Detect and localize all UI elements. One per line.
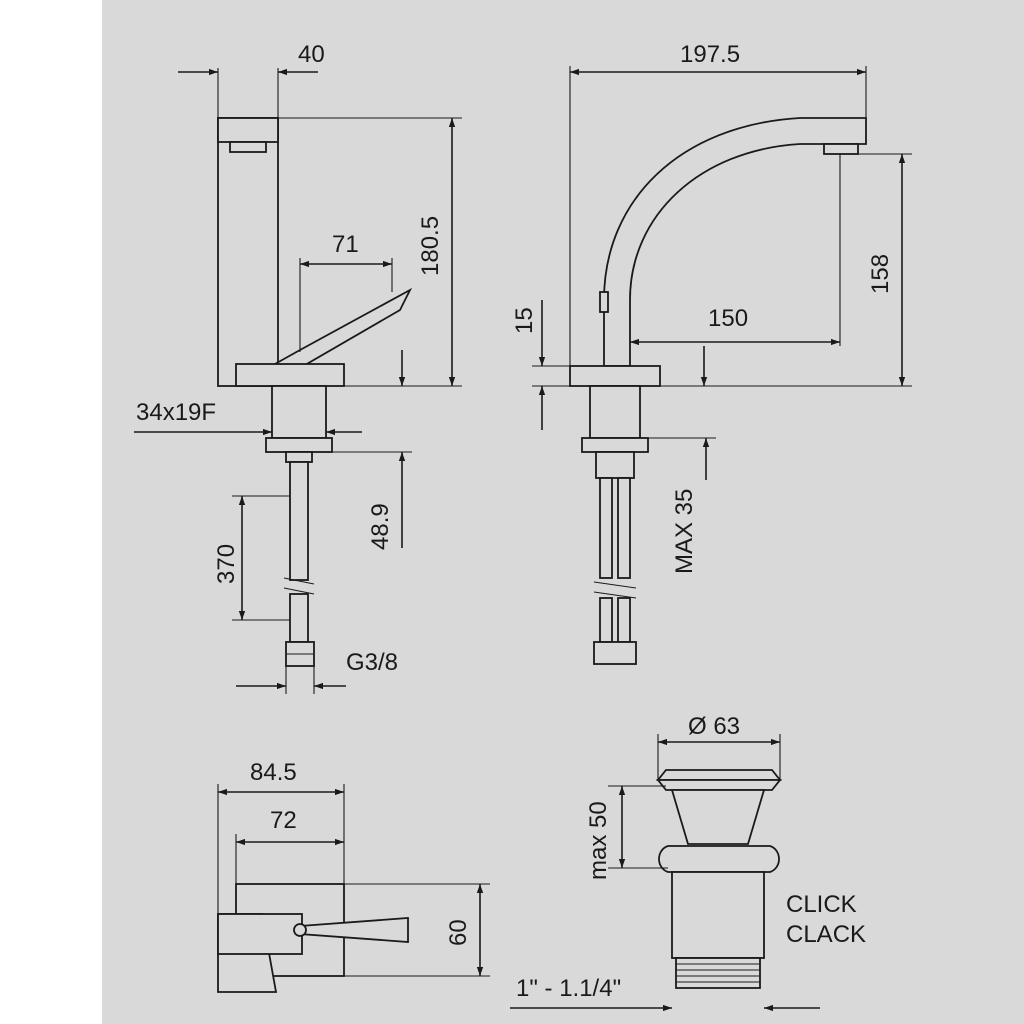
side-hose-fittings xyxy=(593,641,637,665)
waste-neck xyxy=(670,789,766,845)
side-base xyxy=(569,365,661,387)
dim-side-max-thickness: MAX 35 xyxy=(671,489,698,574)
waste-type-line2: CLACK xyxy=(786,921,866,948)
dim-front-height: 180.5 xyxy=(417,216,444,276)
dim-front-thread: G3/8 xyxy=(346,649,398,676)
side-hose-left-end xyxy=(599,597,613,643)
dim-side-base-height: 15 xyxy=(511,307,538,334)
side-shank xyxy=(589,385,641,439)
dim-front-nut: 34x19F xyxy=(136,399,216,426)
side-view: 197.5 158 150 15 MAX 35 xyxy=(511,41,912,665)
shank-collar xyxy=(285,451,313,463)
supply-hose-end xyxy=(289,593,309,643)
dim-waste-max-height: max 50 xyxy=(585,801,612,880)
faucet-cap xyxy=(217,117,279,143)
faucet-body xyxy=(217,117,279,387)
waste-body xyxy=(671,871,765,959)
dim-waste-thread: 1" - 1.1/4" xyxy=(516,975,621,1002)
dim-side-spout-reach: 150 xyxy=(708,305,748,332)
spout-button xyxy=(599,291,609,313)
waste-flange xyxy=(656,779,782,791)
mounting-nut xyxy=(265,437,333,453)
side-hose-left xyxy=(599,477,613,579)
faucet-base xyxy=(235,363,345,387)
top-lever-pivot xyxy=(293,923,307,937)
dim-top-inner-depth: 72 xyxy=(270,807,297,834)
top-view: 84.5 72 60 xyxy=(217,759,490,993)
dim-side-total-length: 197.5 xyxy=(680,41,740,68)
mounting-shank xyxy=(271,385,327,439)
side-nut xyxy=(581,437,649,453)
dim-front-lever-reach: 71 xyxy=(332,231,359,258)
side-fittings xyxy=(595,451,635,479)
top-body-block xyxy=(217,913,303,955)
side-hose-right xyxy=(617,477,631,579)
spout-aerator xyxy=(823,143,859,155)
waste-view: Ø 63 max 50 CLICK CLACK 1" - 1.1/4" xyxy=(510,713,866,1012)
waste-lock-ring xyxy=(658,845,780,873)
dim-top-width: 60 xyxy=(445,919,472,946)
waste-cap xyxy=(656,769,782,781)
dim-side-outlet-height: 158 xyxy=(867,254,894,294)
side-hose-right-end xyxy=(617,597,631,643)
dim-front-lever-offset: 40 xyxy=(298,41,325,68)
outlet-aerator xyxy=(229,141,267,153)
dim-waste-diameter: Ø 63 xyxy=(688,713,740,740)
supply-hose xyxy=(289,461,309,581)
waste-thread xyxy=(675,957,761,989)
dim-front-hose: 370 xyxy=(213,544,240,584)
front-view: 40 180.5 71 34x19F 48.9 370 G3/8 xyxy=(134,41,462,694)
dim-top-total-depth: 84.5 xyxy=(250,759,297,786)
waste-type-line1: CLICK xyxy=(786,891,857,918)
dim-front-shank: 48.9 xyxy=(367,503,394,550)
